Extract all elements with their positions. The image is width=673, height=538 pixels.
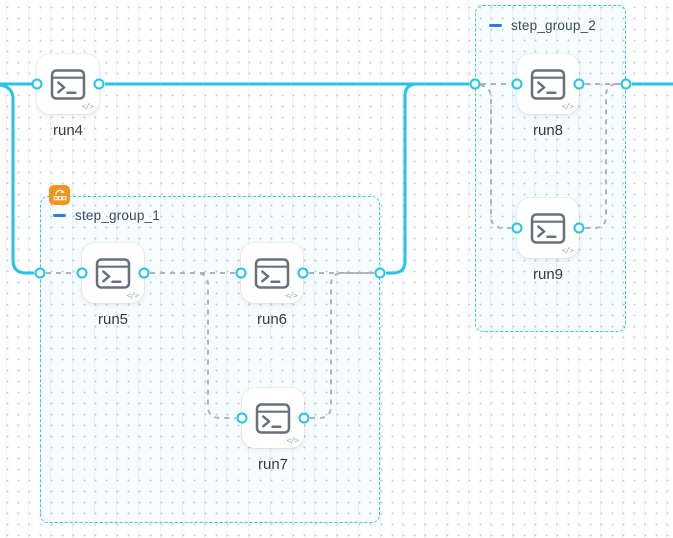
collapse-group-icon[interactable] xyxy=(53,214,66,217)
output-port[interactable] xyxy=(93,78,105,90)
node-label: run6 xyxy=(256,311,288,328)
group-step-group-2[interactable]: step_group_2 xyxy=(475,5,626,332)
input-port[interactable] xyxy=(511,222,523,234)
group-label: step_group_1 xyxy=(75,208,160,223)
node-label: run5 xyxy=(97,311,129,328)
node-label: run8 xyxy=(532,122,564,139)
terminal-icon xyxy=(255,402,291,434)
node-label: run7 xyxy=(257,456,289,473)
group1-output-port[interactable] xyxy=(374,267,386,279)
node-label: run9 xyxy=(532,266,564,283)
edge-step-group-1-to-step-group-2[interactable] xyxy=(386,82,469,275)
code-icon: </> xyxy=(285,291,298,300)
node-run8[interactable]: </> run8 xyxy=(511,54,585,139)
output-port[interactable] xyxy=(298,412,310,424)
input-port[interactable] xyxy=(235,267,247,279)
terminal-icon xyxy=(50,68,86,100)
code-icon: </> xyxy=(561,246,574,255)
output-port[interactable] xyxy=(573,78,585,90)
node-run5[interactable]: </> run5 xyxy=(76,243,150,328)
node-run4[interactable]: </> run4 xyxy=(31,54,105,139)
node-run9[interactable]: </> run9 xyxy=(511,198,585,283)
terminal-icon xyxy=(530,212,566,244)
terminal-icon xyxy=(254,257,290,289)
code-icon: </> xyxy=(81,102,94,111)
terminal-icon xyxy=(95,257,131,289)
output-port[interactable] xyxy=(573,222,585,234)
input-port[interactable] xyxy=(76,267,88,279)
code-icon: </> xyxy=(126,291,139,300)
input-port[interactable] xyxy=(31,78,43,90)
terminal-icon xyxy=(530,68,566,100)
edge-offscreen-to-step-group-1[interactable] xyxy=(0,83,34,275)
output-port[interactable] xyxy=(138,267,150,279)
code-icon: </> xyxy=(286,436,299,445)
group-label: step_group_2 xyxy=(511,18,596,33)
node-run6[interactable]: </> run6 xyxy=(235,243,309,328)
group2-input-port[interactable] xyxy=(469,78,481,90)
code-icon: </> xyxy=(561,102,574,111)
node-label: run4 xyxy=(52,122,84,139)
input-port[interactable] xyxy=(236,412,248,424)
node-run7[interactable]: </> run7 xyxy=(236,388,310,473)
group2-output-port[interactable] xyxy=(620,78,632,90)
loop-over-items-icon xyxy=(49,185,70,205)
output-port[interactable] xyxy=(297,267,309,279)
group-step-group-1[interactable]: step_group_1 xyxy=(40,185,380,523)
collapse-group-icon[interactable] xyxy=(489,24,502,27)
group1-input-port[interactable] xyxy=(34,267,46,279)
input-port[interactable] xyxy=(511,78,523,90)
